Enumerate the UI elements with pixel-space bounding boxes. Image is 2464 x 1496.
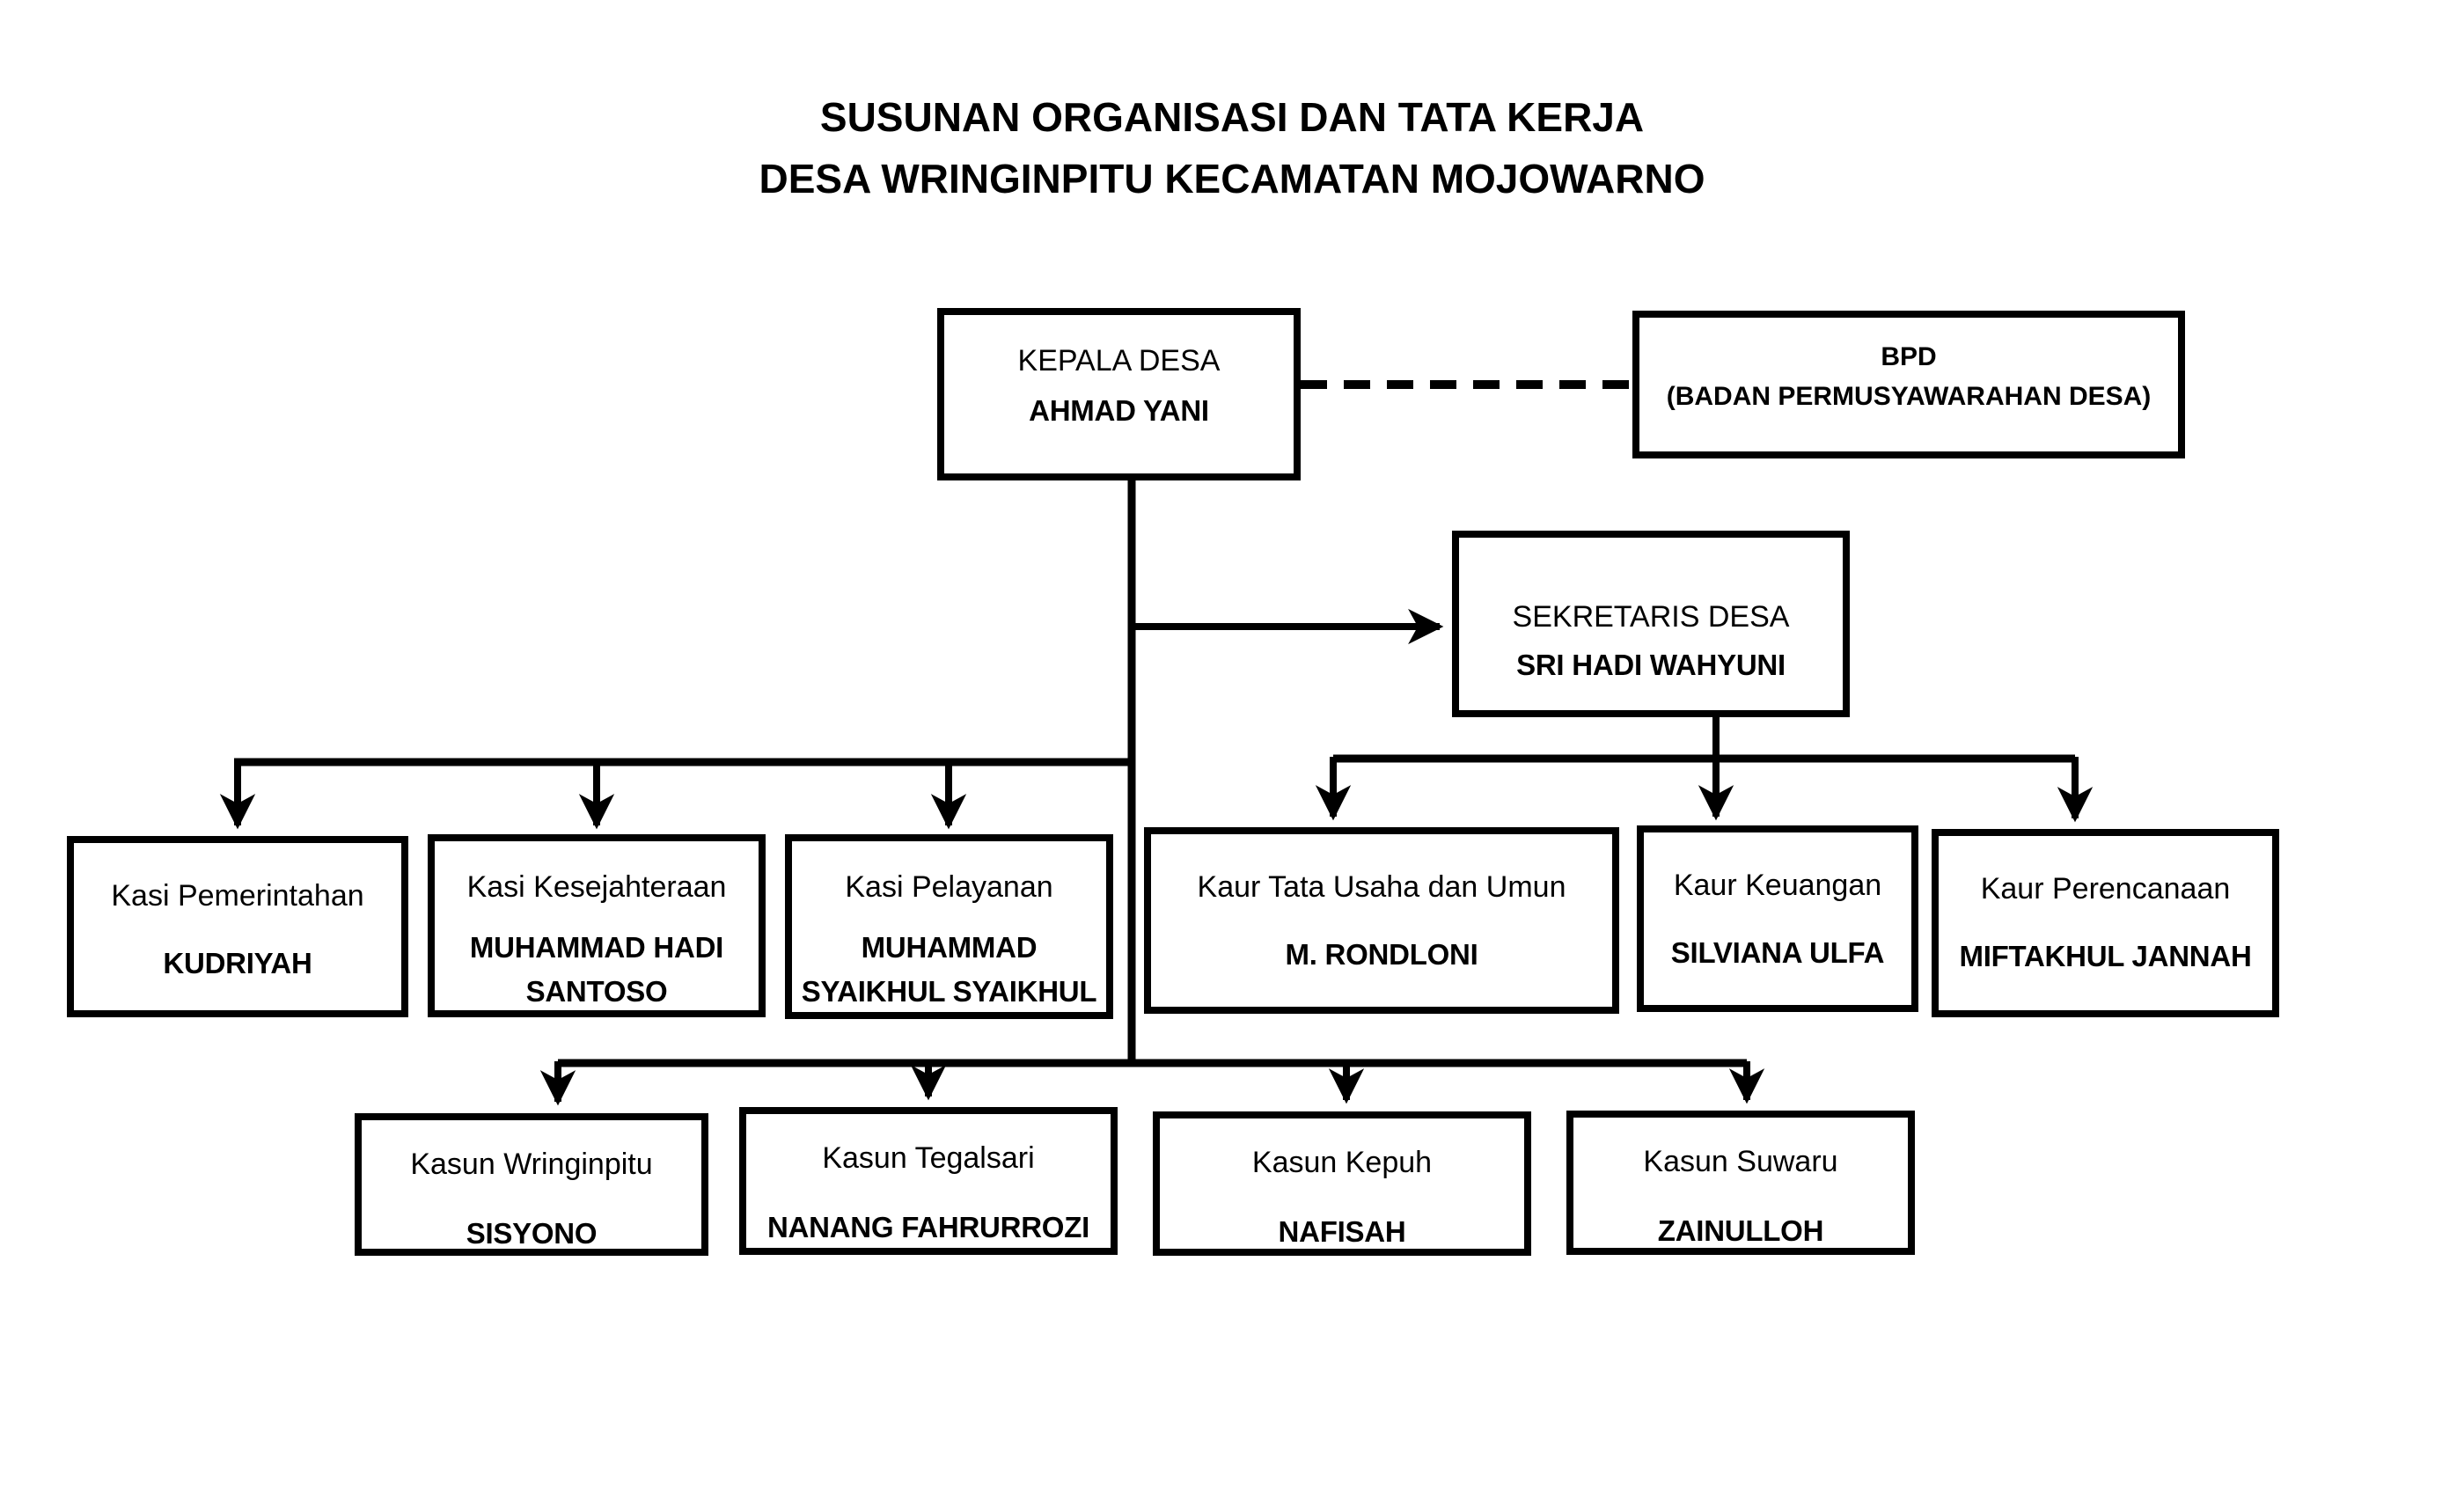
role-label: Kasun Tegalsari bbox=[822, 1141, 1035, 1175]
role-label: BPD bbox=[1881, 342, 1937, 371]
node-kepala-desa: KEPALA DESA AHMAD YANI bbox=[937, 308, 1301, 480]
person-name: MUHAMMAD HADI bbox=[469, 931, 724, 964]
role-label: Kasi Kesejahteraan bbox=[466, 870, 727, 904]
role-label: KEPALA DESA bbox=[1017, 344, 1221, 378]
role-label: Kaur Tata Usaha dan Umun bbox=[1197, 870, 1566, 904]
chart-title-line1: SUSUNAN ORGANISASI DAN TATA KERJA bbox=[819, 94, 1645, 140]
person-name: NAFISAH bbox=[1278, 1215, 1406, 1248]
node-kaur-perencanaan: Kaur Perencanaan MIFTAKHUL JANNAH bbox=[1932, 829, 2279, 1017]
role-label: Kasi Pemerintahan bbox=[111, 879, 364, 913]
role-label: Kasun Suwaru bbox=[1643, 1145, 1838, 1178]
node-kasun-kepuh: Kasun Kepuh NAFISAH bbox=[1153, 1111, 1531, 1256]
node-kasun-suwaru: Kasun Suwaru ZAINULLOH bbox=[1566, 1111, 1915, 1255]
role-label: Kasun Kepuh bbox=[1251, 1146, 1433, 1179]
node-kaur-tata-usaha: Kaur Tata Usaha dan Umun M. RONDLONI bbox=[1144, 827, 1619, 1014]
person-name: SILVIANA ULFA bbox=[1670, 936, 1885, 969]
role-label: SEKRETARIS DESA bbox=[1512, 600, 1790, 634]
person-name: KUDRIYAH bbox=[163, 947, 312, 979]
org-full-name: (BADAN PERMUSYAWARAHAN DESA) bbox=[1666, 382, 2152, 411]
person-name: M. RONDLONI bbox=[1285, 938, 1478, 971]
role-label: Kaur Keuangan bbox=[1673, 869, 1882, 902]
person-name: SRI HADI WAHYUNI bbox=[1516, 649, 1786, 681]
person-name: ZAINULLOH bbox=[1657, 1214, 1824, 1247]
role-label: Kaur Perencanaan bbox=[1980, 872, 2231, 906]
node-kasi-pelayanan: Kasi Pelayanan MUHAMMAD SYAIKHUL SYAIKHU… bbox=[785, 834, 1113, 1019]
node-kasun-wringinpitu: Kasun Wringinpitu SISYONO bbox=[355, 1113, 708, 1256]
node-sekretaris-desa: SEKRETARIS DESA SRI HADI WAHYUNI bbox=[1452, 531, 1850, 717]
person-name: MUHAMMAD bbox=[861, 931, 1038, 964]
node-kasi-kesejahteraan: Kasi Kesejahteraan MUHAMMAD HADI SANTOSO bbox=[428, 834, 766, 1017]
chart-title-line2: DESA WRINGINPITU KECAMATAN MOJOWARNO bbox=[759, 156, 1705, 202]
person-name: SISYONO bbox=[466, 1217, 598, 1250]
person-name: NANANG FAHRURROZI bbox=[766, 1211, 1090, 1243]
person-name-line2: SYAIKHUL SYAIKHUL bbox=[801, 975, 1097, 1008]
node-kaur-keuangan: Kaur Keuangan SILVIANA ULFA bbox=[1637, 825, 1918, 1012]
role-label: Kasi Pelayanan bbox=[845, 870, 1053, 904]
node-kasun-tegalsari: Kasun Tegalsari NANANG FAHRURROZI bbox=[739, 1107, 1118, 1255]
person-name: AHMAD YANI bbox=[1029, 394, 1209, 427]
chart-title: SUSUNAN ORGANISASI DAN TATA KERJA DESA W… bbox=[0, 86, 2464, 209]
person-name-line2: SANTOSO bbox=[525, 975, 668, 1008]
role-label: Kasun Wringinpitu bbox=[410, 1148, 653, 1181]
node-bpd: BPD (BADAN PERMUSYAWARAHAN DESA) bbox=[1632, 311, 2185, 458]
node-kasi-pemerintahan: Kasi Pemerintahan KUDRIYAH bbox=[67, 836, 408, 1017]
person-name: MIFTAKHUL JANNAH bbox=[1959, 940, 2252, 972]
